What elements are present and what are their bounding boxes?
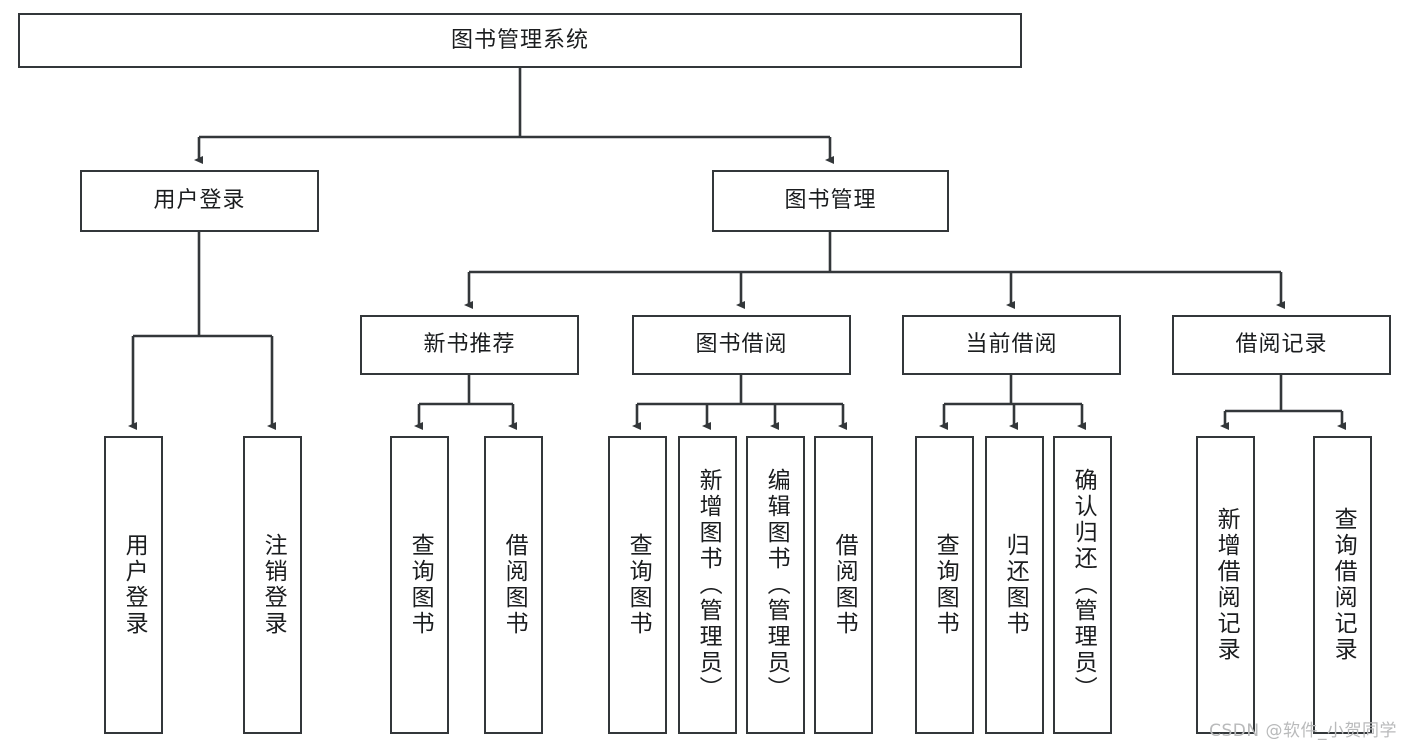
leaf-current-borrow-query[interactable]: 查询图书 <box>915 436 974 734</box>
edge-current-borrow-to-leaves <box>939 375 1086 430</box>
leaf-current-borrow-return[interactable]: 归还图书 <box>985 436 1044 734</box>
leaf-new-book-borrow[interactable]: 借阅图书 <box>484 436 543 734</box>
node-new-book-recommend[interactable]: 新书推荐 <box>360 315 579 375</box>
node-current-borrow[interactable]: 当前借阅 <box>902 315 1121 375</box>
node-borrow-record-label: 借阅记录 <box>1235 332 1328 358</box>
leaf-book-borrow-borrow[interactable]: 借阅图书 <box>814 436 873 734</box>
leaf-user-login-logout[interactable]: 注销登录 <box>243 436 302 734</box>
node-book-management[interactable]: 图书管理 <box>712 170 949 232</box>
leaf-borrow-record-query[interactable]: 查询借阅记录 <box>1313 436 1372 734</box>
node-borrow-record[interactable]: 借阅记录 <box>1172 315 1391 375</box>
leaf-current-borrow-confirm-return-label: 确认归还（管理员） <box>1070 468 1097 702</box>
edge-book-borrow-to-leaves <box>632 375 847 430</box>
leaf-user-login-login[interactable]: 用户登录 <box>104 436 163 734</box>
leaf-new-book-query[interactable]: 查询图书 <box>390 436 449 734</box>
leaf-borrow-record-query-label: 查询借阅记录 <box>1330 507 1357 663</box>
leaf-user-login-logout-label: 注销登录 <box>260 533 287 637</box>
edge-new-book-to-leaves <box>414 375 517 430</box>
node-new-book-recommend-label: 新书推荐 <box>423 332 516 358</box>
node-book-management-label: 图书管理 <box>784 188 877 214</box>
leaf-book-borrow-edit-label: 编辑图书（管理员） <box>763 468 790 702</box>
node-root-system-label: 图书管理系统 <box>450 27 589 53</box>
leaf-current-borrow-confirm-return[interactable]: 确认归还（管理员） <box>1053 436 1112 734</box>
edge-borrow-record-to-leaves <box>1220 375 1346 430</box>
leaf-new-book-query-label: 查询图书 <box>407 533 434 637</box>
edge-book-manage-to-level3 <box>464 232 1285 309</box>
node-book-borrow[interactable]: 图书借阅 <box>632 315 851 375</box>
leaf-book-borrow-add-label: 新增图书（管理员） <box>695 468 722 702</box>
leaf-book-borrow-borrow-label: 借阅图书 <box>831 533 858 637</box>
node-user-login[interactable]: 用户登录 <box>80 170 319 232</box>
leaf-book-borrow-query-label: 查询图书 <box>625 533 652 637</box>
edge-root-to-level2 <box>194 68 834 164</box>
leaf-current-borrow-return-label: 归还图书 <box>1002 533 1029 637</box>
node-book-borrow-label: 图书借阅 <box>695 332 788 358</box>
leaf-book-borrow-edit[interactable]: 编辑图书（管理员） <box>746 436 805 734</box>
leaf-user-login-login-label: 用户登录 <box>121 533 148 637</box>
leaf-book-borrow-query[interactable]: 查询图书 <box>608 436 667 734</box>
node-user-login-label: 用户登录 <box>153 188 246 214</box>
node-current-borrow-label: 当前借阅 <box>965 332 1058 358</box>
leaf-book-borrow-add[interactable]: 新增图书（管理员） <box>678 436 737 734</box>
leaf-new-book-borrow-label: 借阅图书 <box>501 533 528 637</box>
csdn-watermark: CSDN @软件_小贺同学 <box>1209 721 1397 741</box>
leaf-borrow-record-add-label: 新增借阅记录 <box>1213 507 1240 663</box>
node-root-system[interactable]: 图书管理系统 <box>18 13 1022 68</box>
leaf-borrow-record-add[interactable]: 新增借阅记录 <box>1196 436 1255 734</box>
edge-user-login-to-leaves <box>128 232 276 430</box>
leaf-current-borrow-query-label: 查询图书 <box>932 533 959 637</box>
